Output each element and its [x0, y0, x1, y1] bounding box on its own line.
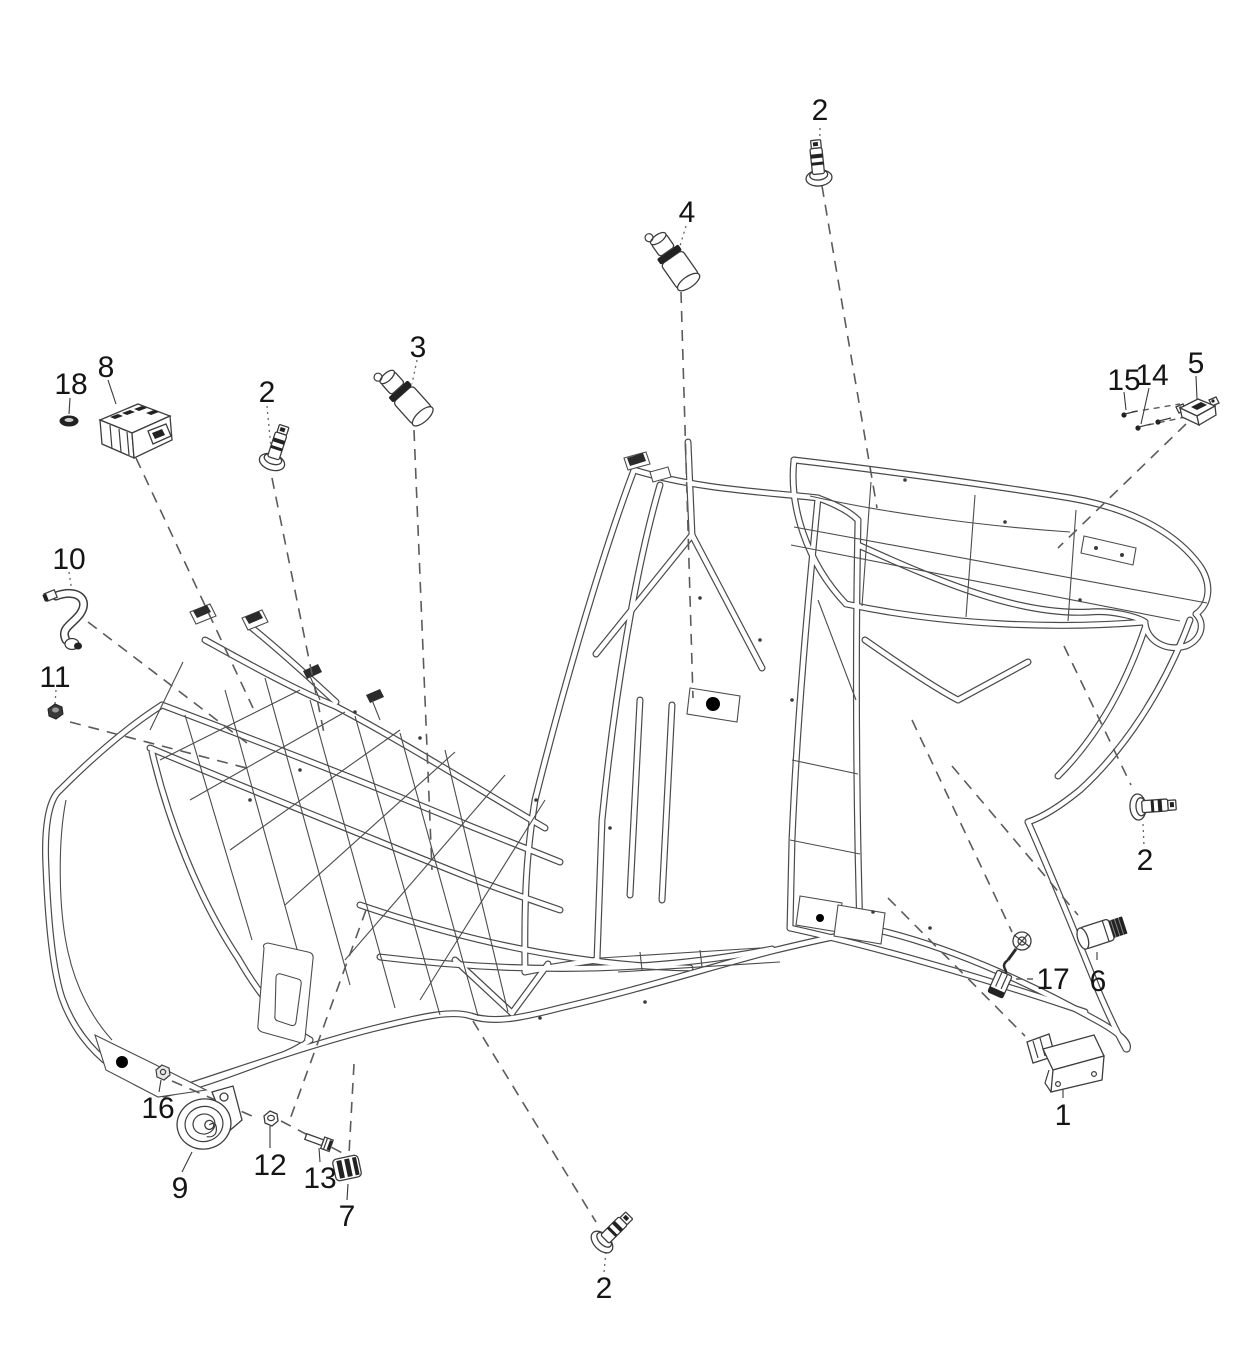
callout-5: 5	[1188, 347, 1205, 380]
part-2-sensor-right	[1129, 791, 1177, 820]
callout-12: 12	[253, 1149, 286, 1182]
leader-to-part-8	[136, 458, 253, 708]
callout-11: 11	[39, 661, 70, 694]
part-12-drawing	[264, 1111, 278, 1126]
leader-to-part-17	[912, 720, 1012, 932]
callout-2-left: 2	[259, 376, 276, 409]
part-2-sensor-top	[802, 139, 833, 187]
part-18-drawing	[60, 416, 79, 427]
part-6-drawing	[1075, 915, 1128, 951]
callout-10: 10	[52, 543, 85, 576]
callout-1: 1	[1055, 1099, 1072, 1132]
callout-6: 6	[1090, 965, 1107, 998]
frame-tubes	[46, 442, 1208, 1094]
callout-8: 8	[98, 351, 115, 384]
part-1-drawing	[1027, 1034, 1104, 1092]
part-2-sensor-left	[257, 422, 296, 474]
callout-7: 7	[339, 1200, 356, 1233]
callout-4: 4	[679, 196, 696, 229]
leader-to-part-2-right	[1064, 646, 1131, 785]
callout-3: 3	[410, 331, 427, 364]
part-15-screw	[1121, 411, 1137, 418]
part-5-drawing	[1176, 397, 1219, 425]
part-8-drawing	[100, 404, 172, 458]
part-4-drawing	[642, 223, 703, 294]
leader-to-part-5	[1058, 424, 1186, 548]
part-2-sensor-bottom	[587, 1206, 638, 1257]
leader-to-part-2-top	[822, 186, 877, 508]
leader-to-part-2-bottom	[473, 1021, 596, 1222]
callout-2-top: 2	[812, 94, 829, 127]
callout-9: 9	[172, 1172, 189, 1205]
part-10-drawing	[42, 590, 83, 650]
screw-axis-15	[1132, 404, 1180, 412]
part-14-screw	[1135, 424, 1151, 431]
callout-14: 14	[1135, 359, 1168, 392]
callout-16: 16	[141, 1092, 174, 1125]
callout-2-right: 2	[1137, 844, 1154, 877]
callout-17: 17	[1036, 963, 1069, 996]
chassis-frame-drawing	[46, 442, 1208, 1097]
part-3-drawing	[371, 361, 436, 429]
parts	[42, 139, 1219, 1257]
callout-13: 13	[303, 1162, 336, 1195]
part-13-drawing	[304, 1131, 333, 1152]
part-11-drawing	[48, 704, 63, 719]
callout-18: 18	[54, 368, 87, 401]
leader-to-part-7	[349, 1064, 354, 1154]
callout-2-bottom: 2	[596, 1272, 613, 1305]
